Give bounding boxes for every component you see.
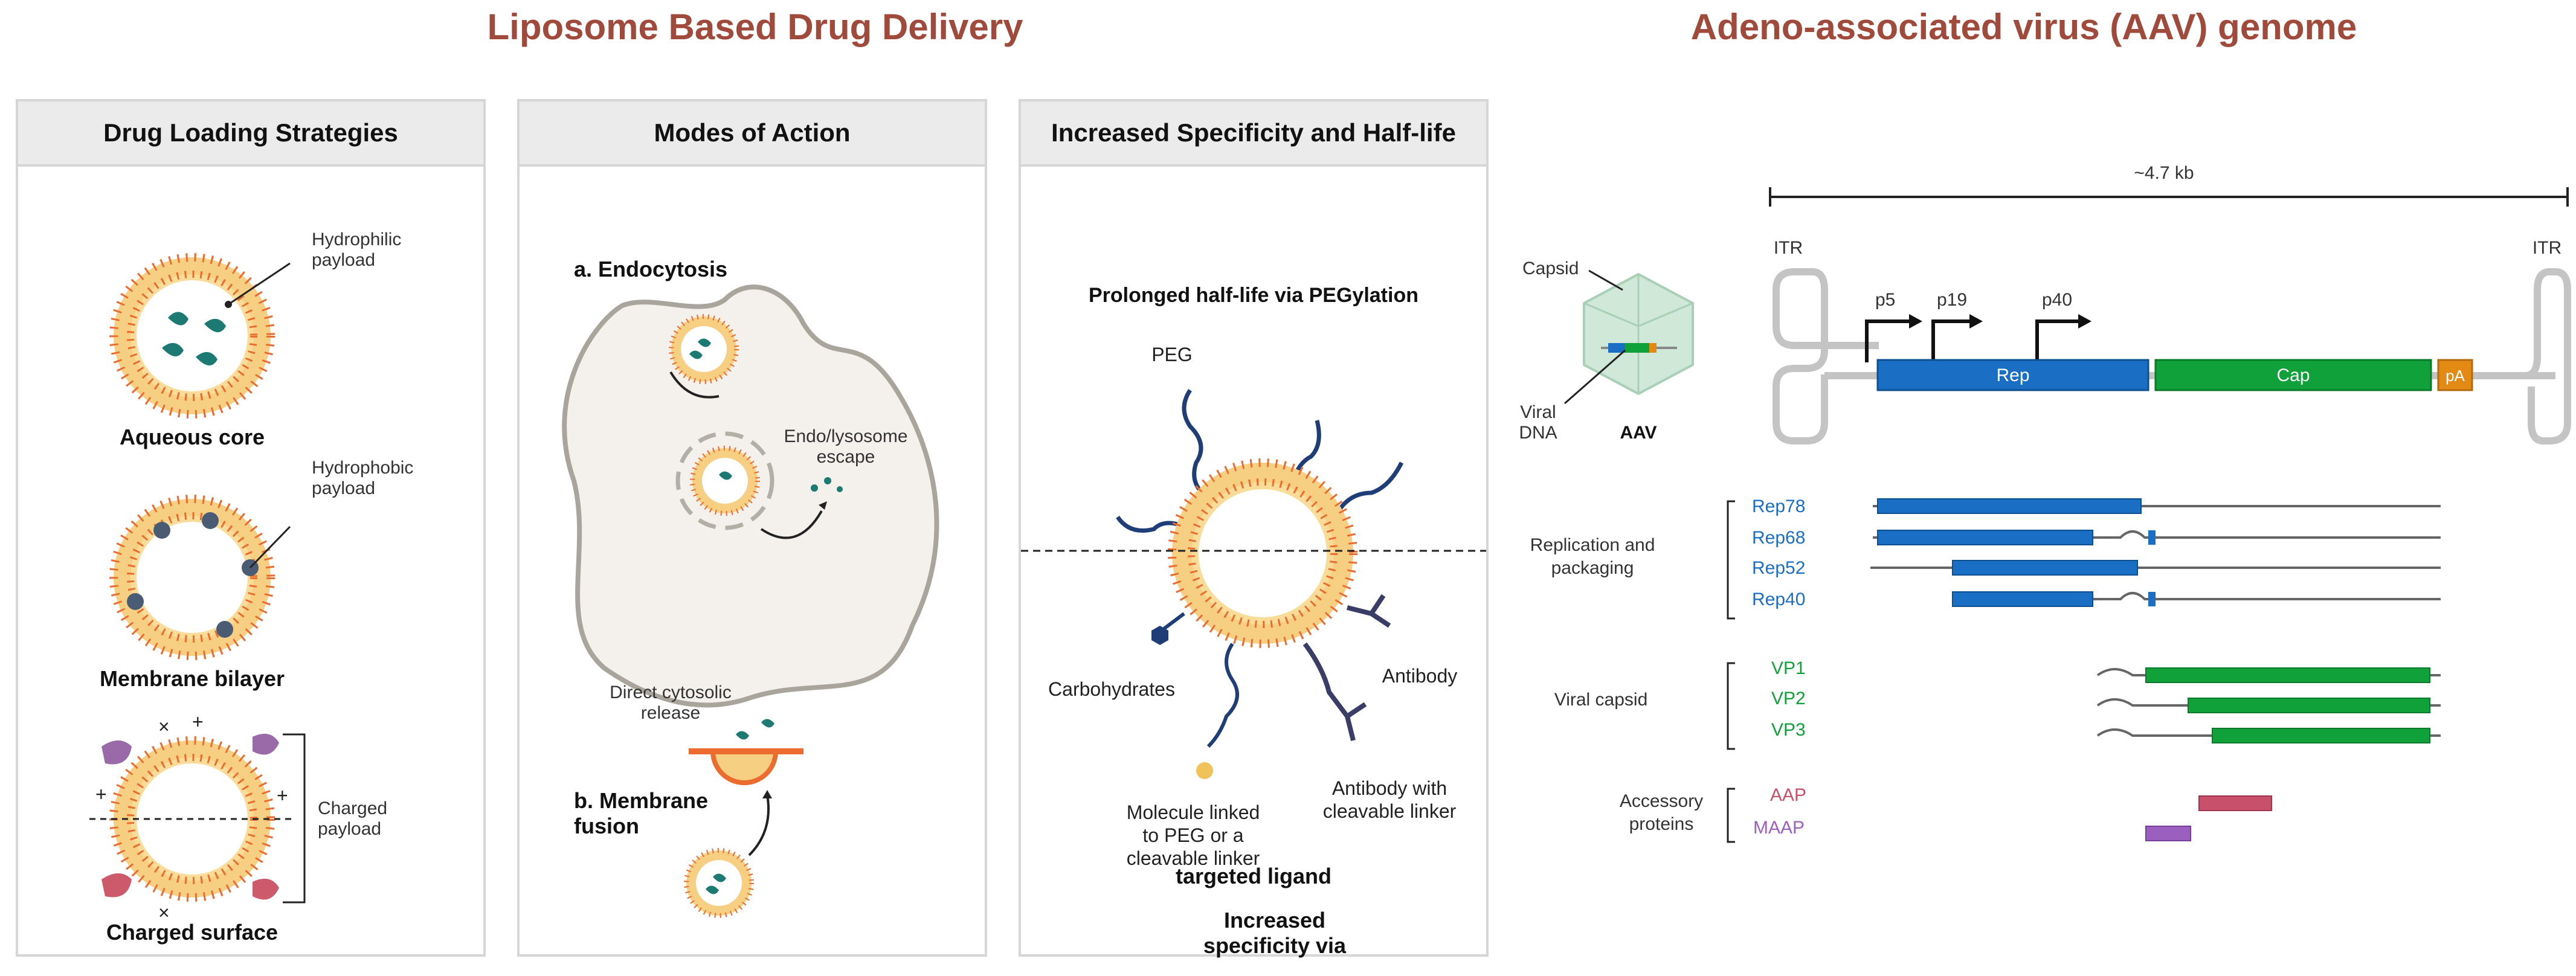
escape-label: Endo/lysosome	[784, 426, 907, 446]
rep-gene	[1876, 359, 2149, 391]
vp3-bar	[2212, 728, 2430, 743]
liposome-title: Liposome Based Drug Delivery	[487, 7, 1023, 47]
rep78-bar	[1877, 498, 2142, 514]
panel-title: Increased Specificity and Half-life	[1021, 101, 1486, 167]
hydrophobic-label: Hydrophobic	[312, 458, 413, 478]
antibody-label: Antibody	[1382, 665, 1458, 687]
svg-text:escape: escape	[817, 447, 875, 467]
aqueous-core-caption: Aqueous core	[120, 425, 265, 449]
direct-release-label: Direct cytosolic	[610, 682, 732, 702]
group-replication-label: Replication and	[1530, 535, 1655, 555]
vp2-bar	[2188, 698, 2430, 713]
itr-left-label: ITR	[1774, 238, 1803, 258]
panel-drug-loading: Drug Loading Strategies Hydrophilic payl…	[16, 99, 486, 957]
pa-label: pA	[2446, 367, 2465, 385]
specificity-heading-overflow	[1021, 940, 1486, 976]
maap-bar	[2145, 826, 2191, 841]
endocytosis-label: a. Endocytosis	[574, 257, 727, 281]
rep40-label: Rep40	[1752, 589, 1805, 609]
pa-signal	[2437, 359, 2473, 391]
carbohydrates-label: Carbohydrates	[1048, 678, 1175, 700]
vp2-label: VP2	[1771, 689, 1806, 708]
svg-text:+: +	[192, 711, 204, 733]
fusion-label: b. Membrane	[574, 788, 708, 813]
svg-text:proteins: proteins	[1629, 814, 1694, 834]
promoter-p19: p19	[1937, 290, 1967, 310]
aav-capsid-icon	[1583, 272, 1694, 396]
vp3-label: VP3	[1771, 720, 1806, 740]
svg-text:cleavable linker: cleavable linker	[1127, 847, 1260, 869]
modes-illustration: a. Endocytosis Endo/lysosome escape Dire…	[562, 257, 939, 959]
vp1-bar	[2145, 667, 2430, 683]
hydrophilic-label: Hydrophilic	[312, 230, 401, 249]
svg-text:×: ×	[158, 716, 170, 737]
svg-text:payload: payload	[318, 819, 381, 839]
rep52-bar	[1952, 560, 2138, 576]
genome-size-label: ~4.7 kb	[2134, 163, 2194, 183]
svg-text:+: +	[95, 783, 107, 805]
membrane-bilayer-caption: Membrane bilayer	[100, 666, 285, 691]
charged-surface-liposome: × + + + ×	[89, 711, 295, 923]
group-capsid-label: Viral capsid	[1554, 690, 1648, 710]
rep-gene-label: Rep	[1996, 365, 2029, 385]
svg-text:×: ×	[158, 902, 170, 923]
maap-label: MAAP	[1753, 818, 1805, 838]
svg-text:payload: payload	[312, 250, 375, 270]
capsid-label: Capsid	[1522, 258, 1579, 278]
panel-title: Modes of Action	[520, 101, 985, 167]
pegylation-heading: Prolonged half-life via PEGylation	[1089, 284, 1418, 307]
rep68-bar	[1877, 530, 2093, 545]
aav-genome-diagram: ~4.7 kb ITR ITR p5 p19 p40 Rep Cap pA Ca…	[1519, 163, 2571, 843]
svg-text:to PEG or a: to PEG or a	[1142, 824, 1243, 846]
rep40-bar	[1952, 591, 2093, 607]
pegylated-liposome	[1168, 458, 1357, 648]
svg-text:packaging: packaging	[1551, 558, 1634, 578]
aap-label: AAP	[1770, 785, 1806, 805]
aap-bar	[2198, 795, 2272, 811]
panel-specificity: Increased Specificity and Half-life Prol…	[1019, 99, 1489, 958]
svg-text:fusion: fusion	[574, 814, 639, 838]
svg-text:release: release	[641, 703, 700, 723]
molecule-linked-label: Molecule linked	[1127, 801, 1260, 823]
promoter-p5: p5	[1875, 290, 1895, 310]
rep68-label: Rep68	[1752, 528, 1805, 548]
cap-gene-label: Cap	[2276, 365, 2310, 385]
panel-modes-of-action: Modes of Action a. Endocytosis Endo/lyso…	[517, 99, 987, 957]
svg-text:payload: payload	[312, 478, 375, 498]
rep52-label: Rep52	[1752, 558, 1805, 578]
vp1-label: VP1	[1771, 658, 1806, 678]
svg-text:specificity via: specificity via	[1203, 933, 1347, 958]
antibody-linker-label: Antibody with	[1332, 777, 1447, 799]
svg-text:+: +	[277, 785, 288, 806]
cap-gene	[2154, 359, 2432, 391]
charged-surface-caption: Charged surface	[106, 920, 278, 945]
viral-dna-label: Viral	[1520, 402, 1556, 422]
targeted-ligand-heading-line3: targeted ligand	[1175, 864, 1332, 888]
charged-label: Charged	[318, 798, 387, 818]
promoter-p40: p40	[2042, 290, 2072, 310]
drug-loading-illustration: Hydrophilic payload Aqueous core Hydroph…	[89, 230, 413, 945]
group-accessory-label: Accessory	[1620, 791, 1703, 811]
membrane-bilayer-liposome	[114, 499, 271, 656]
peg-label: PEG	[1151, 344, 1193, 365]
targeted-ligand-heading: Increased	[1224, 908, 1325, 933]
aqueous-core-liposome	[114, 257, 271, 414]
itr-right-label: ITR	[2533, 238, 2562, 258]
specificity-illustration: Prolonged half-life via PEGylation PEG C…	[1021, 284, 1486, 958]
svg-text:cleavable linker: cleavable linker	[1323, 800, 1457, 822]
aav-label: AAV	[1620, 423, 1657, 443]
svg-text:DNA: DNA	[1519, 423, 1557, 443]
panel-title: Drug Loading Strategies	[18, 101, 483, 167]
rep78-label: Rep78	[1752, 496, 1805, 516]
aav-title: Adeno-associated virus (AAV) genome	[1690, 7, 2357, 47]
